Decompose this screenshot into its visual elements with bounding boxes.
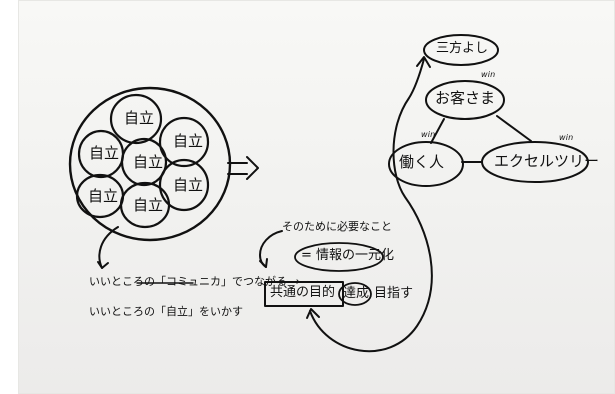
jiritsu-label-7: 自立 bbox=[133, 196, 164, 214]
information-label: = 情報の一元化 bbox=[301, 248, 395, 263]
need-label: そのために必要なこと bbox=[282, 220, 392, 233]
jiritsu-label-3: 自立 bbox=[89, 144, 120, 162]
communication-note: いいところの「コミュニカ」でつながる → bbox=[89, 275, 300, 288]
jiritsu-label-4: 自立 bbox=[133, 153, 164, 171]
jiritsu-label-1: 自立 bbox=[124, 109, 155, 127]
small-circle-right bbox=[158, 158, 210, 212]
paper-sheet bbox=[18, 0, 615, 394]
small-circle-left bbox=[77, 129, 125, 179]
achievement-label: 達成 bbox=[343, 286, 370, 301]
goal-box-label: 共通の目的 bbox=[270, 285, 336, 300]
loop-arrow-head-bottom bbox=[306, 308, 320, 319]
customer-label: お客さま bbox=[435, 89, 496, 107]
goal-end-label: 目指す bbox=[374, 286, 414, 301]
sanpo-yoshi-label: 三方よし bbox=[436, 41, 489, 56]
triangle-left-edge bbox=[430, 118, 445, 144]
worker-label: 働く人 bbox=[399, 153, 445, 171]
triangle-right-edge bbox=[496, 115, 532, 142]
jiritsu-label-6: 自立 bbox=[88, 187, 119, 205]
arrow-head-need bbox=[259, 258, 268, 268]
company-label: エクセルツリー bbox=[494, 152, 600, 170]
win-label-right: win bbox=[559, 133, 574, 142]
background-photo-strip bbox=[0, 0, 78, 314]
jiritsu-label-2: 自立 bbox=[173, 132, 204, 150]
win-label-left: win bbox=[421, 130, 436, 139]
small-circle-top bbox=[109, 93, 163, 145]
background-photo-svg bbox=[0, 0, 78, 314]
information-oval bbox=[294, 242, 384, 272]
loop-arrow-head-top bbox=[416, 56, 431, 68]
goal-box bbox=[264, 281, 344, 307]
independence-note: いいところの「自立」をいかす bbox=[89, 305, 243, 318]
jiritsu-label-5: 自立 bbox=[173, 176, 204, 194]
worker-outline bbox=[388, 141, 464, 187]
double-arrow-right bbox=[227, 156, 259, 180]
achievement-oval bbox=[338, 282, 372, 306]
win-label-top: win bbox=[481, 70, 496, 79]
customer-outline bbox=[425, 80, 505, 120]
arrow-need-to-goal bbox=[259, 230, 283, 268]
long-loop-arrow bbox=[309, 58, 433, 352]
small-circle-top-right bbox=[158, 116, 210, 168]
sanpo-yoshi-outline bbox=[423, 34, 499, 66]
arrow-head-circle-text bbox=[97, 261, 109, 269]
